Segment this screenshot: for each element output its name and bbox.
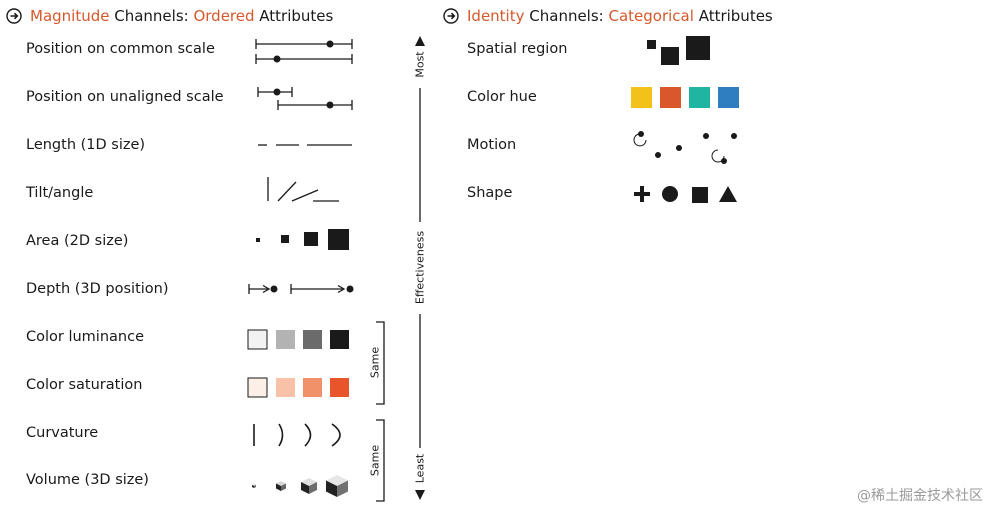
channel-label-luminance: Color luminance (26, 329, 144, 345)
channel-label-shape: Shape (467, 185, 513, 201)
watermark: @稀土掘金技术社区 (857, 488, 983, 504)
channel-label-position-common: Position on common scale (26, 41, 215, 57)
color-hue-glyph (631, 87, 739, 108)
header-categorical: Categorical (608, 7, 694, 25)
effectiveness-least-label: Least (413, 453, 427, 484)
shape-glyph (634, 186, 737, 203)
channel-label-depth: Depth (3D position) (26, 281, 169, 297)
arrow-circle-right-icon (6, 8, 22, 24)
channel-label-volume: Volume (3D size) (26, 472, 149, 488)
header-channels: Channels: (109, 7, 194, 25)
depth-glyph (248, 284, 354, 294)
channel-label-length: Length (1D size) (26, 137, 146, 153)
curvature-glyph (253, 423, 341, 447)
channel-label-area: Area (2D size) (26, 233, 129, 249)
channel-label-saturation: Color saturation (26, 377, 143, 393)
channel-label-color-hue: Color hue (467, 89, 537, 105)
tilt-glyph (267, 177, 339, 202)
channel-label-curvature: Curvature (26, 425, 99, 441)
position-unaligned-glyph (257, 87, 353, 110)
color-saturation-glyph (247, 377, 349, 398)
magnitude-header: Magnitude Channels: Ordered Attributes (6, 7, 333, 25)
channel-label-spatial-region: Spatial region (467, 41, 568, 57)
effectiveness-axis-label: Effectiveness (413, 230, 427, 305)
header-channels: Channels: (524, 7, 609, 25)
position-common-glyph (255, 39, 353, 64)
same-label-colors: Same (368, 346, 382, 379)
color-luminance-glyph (247, 329, 349, 350)
same-label-shapes: Same (368, 444, 382, 477)
header-attributes: Attributes (254, 7, 334, 25)
effectiveness-most-label: Most (413, 51, 427, 78)
spatial-region-glyph (647, 36, 710, 65)
header-identity: Identity (467, 7, 525, 25)
same-brackets (376, 321, 385, 502)
header-magnitude: Magnitude (30, 7, 110, 25)
header-ordered: Ordered (193, 7, 255, 25)
header-attributes: Attributes (693, 7, 773, 25)
channel-label-tilt: Tilt/angle (26, 185, 94, 201)
effectiveness-axis (415, 36, 425, 500)
identity-header: Identity Channels: Categorical Attribute… (443, 7, 773, 25)
channel-label-position-unaligned: Position on unaligned scale (26, 89, 224, 105)
arrow-circle-right-icon (443, 8, 459, 24)
motion-glyph (633, 131, 737, 164)
channel-label-motion: Motion (467, 137, 517, 153)
area-glyph (256, 229, 349, 250)
volume-glyph (252, 475, 348, 497)
